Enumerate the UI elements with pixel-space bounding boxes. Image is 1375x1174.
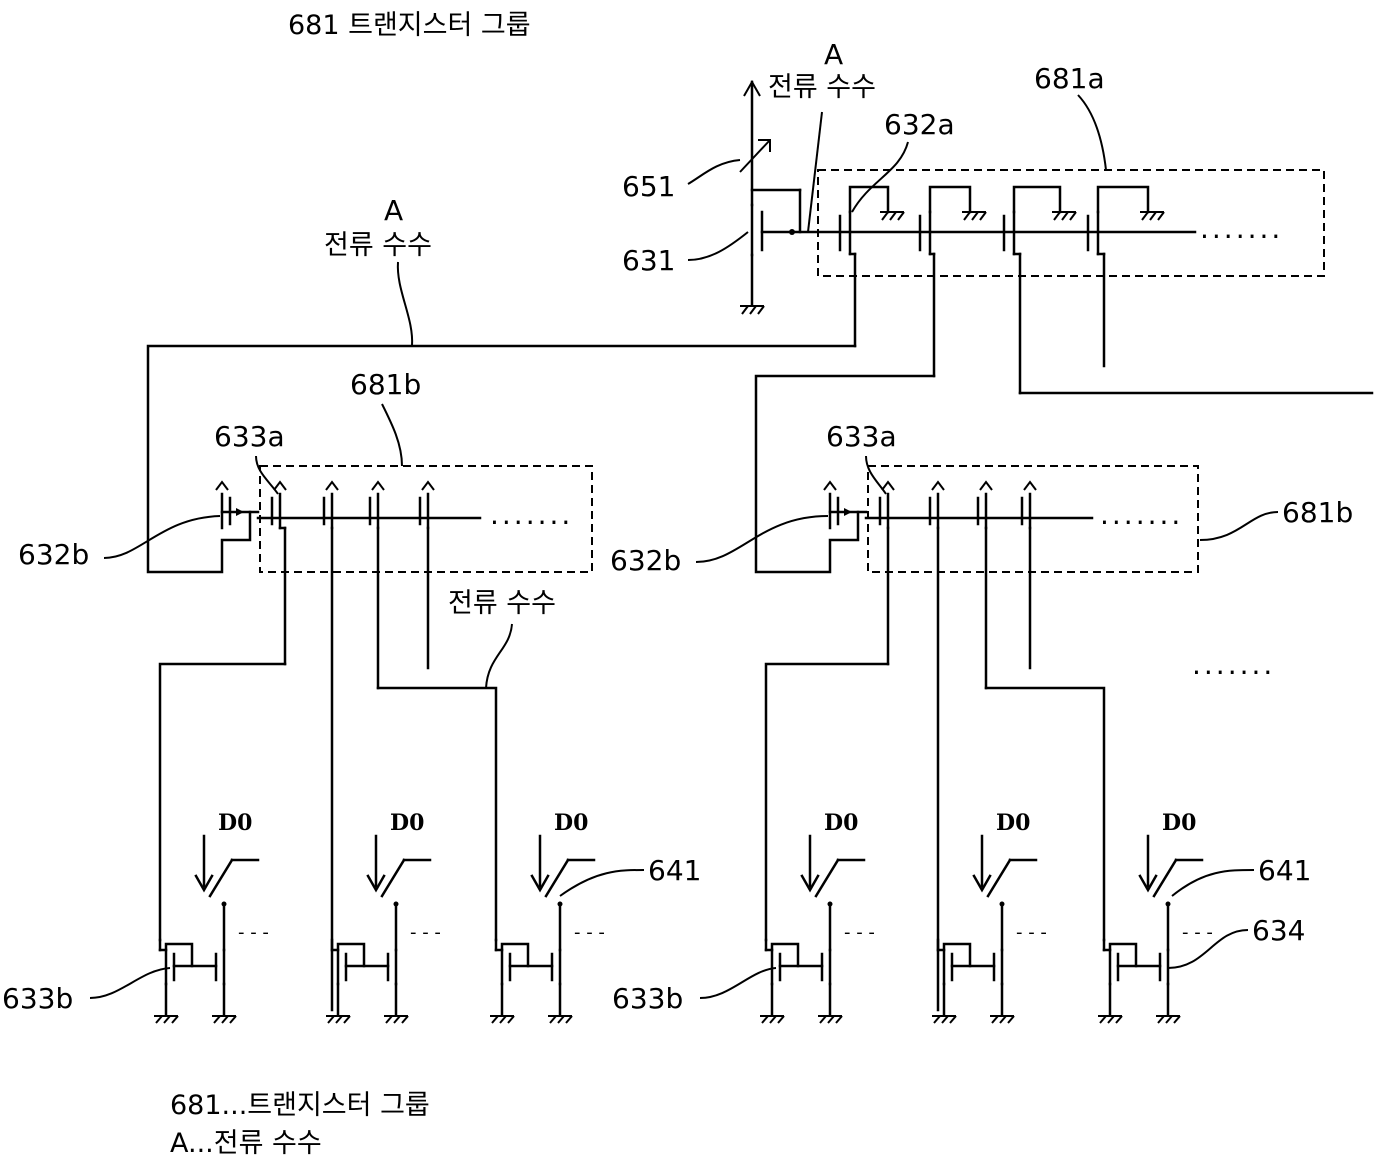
label-681a: 681a — [1034, 62, 1105, 95]
ellipsis-right-stage: ....... — [1192, 648, 1275, 681]
legend-line-2: A...전류 수수 — [170, 1128, 322, 1159]
label-641-right: 641 — [1258, 854, 1311, 887]
label-633a-left: 633a — [214, 420, 285, 453]
label-current-copy-top: 전류 수수 — [768, 72, 876, 103]
label-current-copy-mid: 전류 수수 — [448, 588, 556, 619]
header-title: 681 트랜지스터 그룹 — [288, 10, 531, 41]
continuation-dash: - - - — [238, 922, 269, 943]
group-681a-transistors — [840, 187, 1164, 393]
d0-label: D0 — [554, 810, 588, 836]
continuation-dash: - - - — [410, 922, 441, 943]
label-631: 631 — [622, 244, 675, 277]
label-641-left: 641 — [648, 854, 701, 887]
d0-label: D0 — [996, 810, 1030, 836]
label-a-top: A — [824, 38, 843, 71]
d0-label: D0 — [390, 810, 424, 836]
label-current-copy-left: 전류 수수 — [324, 230, 432, 261]
label-634: 634 — [1252, 914, 1305, 947]
label-651: 651 — [622, 170, 675, 203]
label-633b-right: 633b — [612, 982, 683, 1015]
continuation-dash: - - - — [844, 922, 875, 943]
d0-label: D0 — [218, 810, 252, 836]
ellipsis-681a: ....... — [1200, 212, 1283, 245]
label-a-left: A — [384, 194, 403, 227]
continuation-dash: - - - — [574, 922, 605, 943]
label-681b-right: 681b — [1282, 496, 1353, 529]
d0-label: D0 — [824, 810, 858, 836]
bottom-cells: D0 - - - D0 - - - D0 - - - D0 - - - D0 - - - D0 - -… — [154, 810, 1213, 1023]
right-mirror-stage: ....... ....... — [756, 376, 1275, 1010]
ellipsis-681b-left: ....... — [490, 498, 573, 531]
label-632b-left: 632b — [18, 538, 89, 571]
continuation-dash: - - - — [1182, 922, 1213, 943]
label-633b-left: 633b — [2, 982, 73, 1015]
label-632a: 632a — [884, 108, 955, 141]
group-681b-right-transistors — [880, 482, 1036, 1010]
label-681b-left: 681b — [350, 368, 421, 401]
ellipsis-681b-right: ....... — [1100, 498, 1183, 531]
d0-label: D0 — [1162, 810, 1196, 836]
label-632b-right: 632b — [610, 544, 681, 577]
label-633a-right: 633a — [826, 420, 897, 453]
continuation-dash: - - - — [1016, 922, 1047, 943]
legend-line-1: 681...트랜지스터 그룹 — [170, 1090, 430, 1121]
